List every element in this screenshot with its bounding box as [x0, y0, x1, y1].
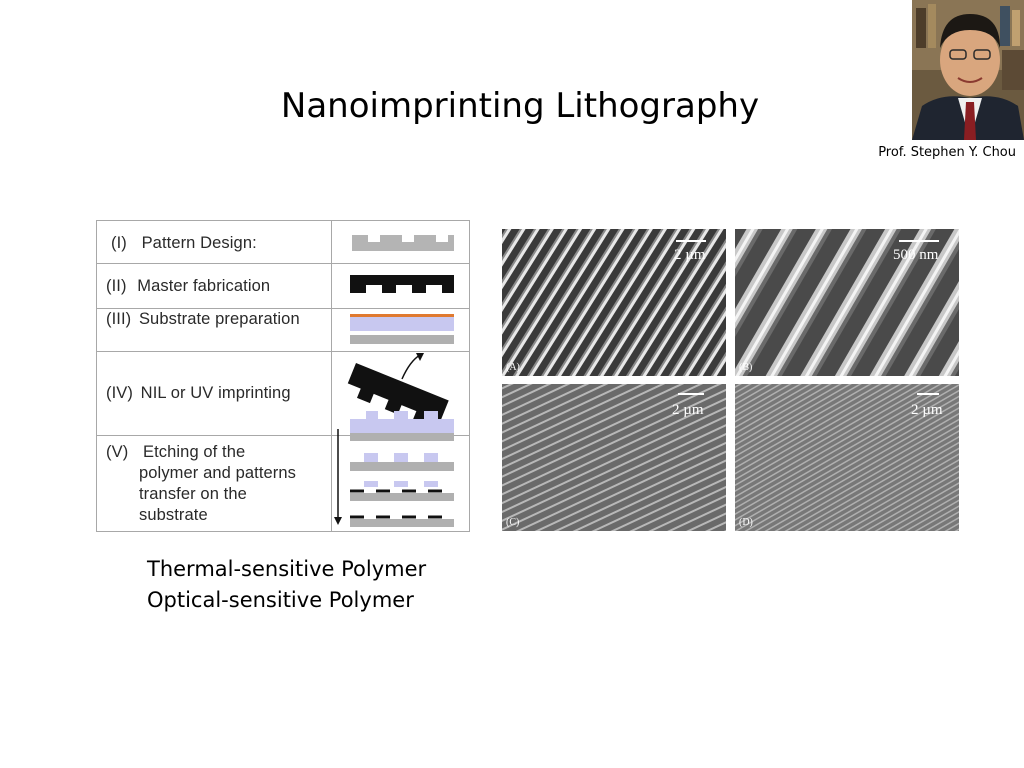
- row-divider: [97, 351, 469, 352]
- row-divider: [97, 263, 469, 264]
- scale-label: 500 nm: [893, 247, 939, 263]
- polymer-feature: [424, 453, 438, 462]
- sem-image-a: 2 µm (A): [502, 229, 726, 376]
- polymer-captions: Thermal-sensitive Polymer Optical-sensit…: [147, 554, 426, 616]
- sem-image-d: 2 µm (D): [735, 384, 959, 531]
- step-1-label: (I) Pattern Design:: [111, 234, 257, 252]
- resist-layer: [350, 314, 454, 317]
- lift-arrow: [401, 354, 421, 380]
- substrate-layer: [350, 433, 454, 441]
- caption-thermal: Thermal-sensitive Polymer: [147, 557, 427, 581]
- step-4-label: (IV) NIL or UV imprinting: [106, 384, 291, 402]
- polymer-feature: [394, 453, 408, 462]
- process-diagrams: [334, 235, 454, 527]
- column-divider: [331, 221, 332, 531]
- nil-process-table: (I) Pattern Design: (II) Master fabricat…: [96, 220, 470, 532]
- step-2-label: (II) Master fabrication: [106, 277, 271, 295]
- master-mold-graphic: [350, 275, 454, 293]
- caption-optical: Optical-sensitive Polymer: [147, 588, 414, 612]
- sem-image-grid: 2 µm (A) 500 nm (B) 2 µm (C) 2 µm (D): [502, 229, 960, 531]
- pattern-design-graphic: [352, 235, 454, 251]
- portrait-caption: Prof. Stephen Y. Chou: [878, 145, 1016, 160]
- panel-letter: (C): [506, 517, 520, 528]
- scale-bar: [676, 240, 706, 242]
- row-divider: [97, 435, 469, 436]
- step-5-label: (V) Etching of the polymer and patterns …: [106, 443, 297, 524]
- polymer-layer: [350, 317, 454, 331]
- scale-bar: [899, 240, 939, 242]
- row-divider: [97, 308, 469, 309]
- panel-letter: (A): [506, 362, 520, 373]
- substrate-layer: [350, 335, 454, 344]
- polymer-feature: [364, 453, 378, 462]
- scale-label: 2 µm: [674, 247, 706, 263]
- substrate-layer: [350, 462, 454, 471]
- scale-bar: [917, 393, 939, 395]
- tilted-mold-graphic: [347, 363, 449, 426]
- panel-letter: (D): [739, 517, 753, 528]
- scale-label: 2 µm: [672, 402, 704, 418]
- portrait-photo: [912, 0, 1024, 140]
- imprinted-polymer: [350, 411, 454, 433]
- panel-letter: (B): [739, 362, 753, 373]
- scale-label: 2 µm: [911, 402, 943, 418]
- slide-title: Nanoimprinting Lithography: [280, 86, 760, 126]
- sem-image-b: 500 nm (B): [735, 229, 959, 376]
- sem-image-c: 2 µm (C): [502, 384, 726, 531]
- step-3-label: (III) Substrate preparation: [106, 310, 300, 328]
- scale-bar: [678, 393, 704, 395]
